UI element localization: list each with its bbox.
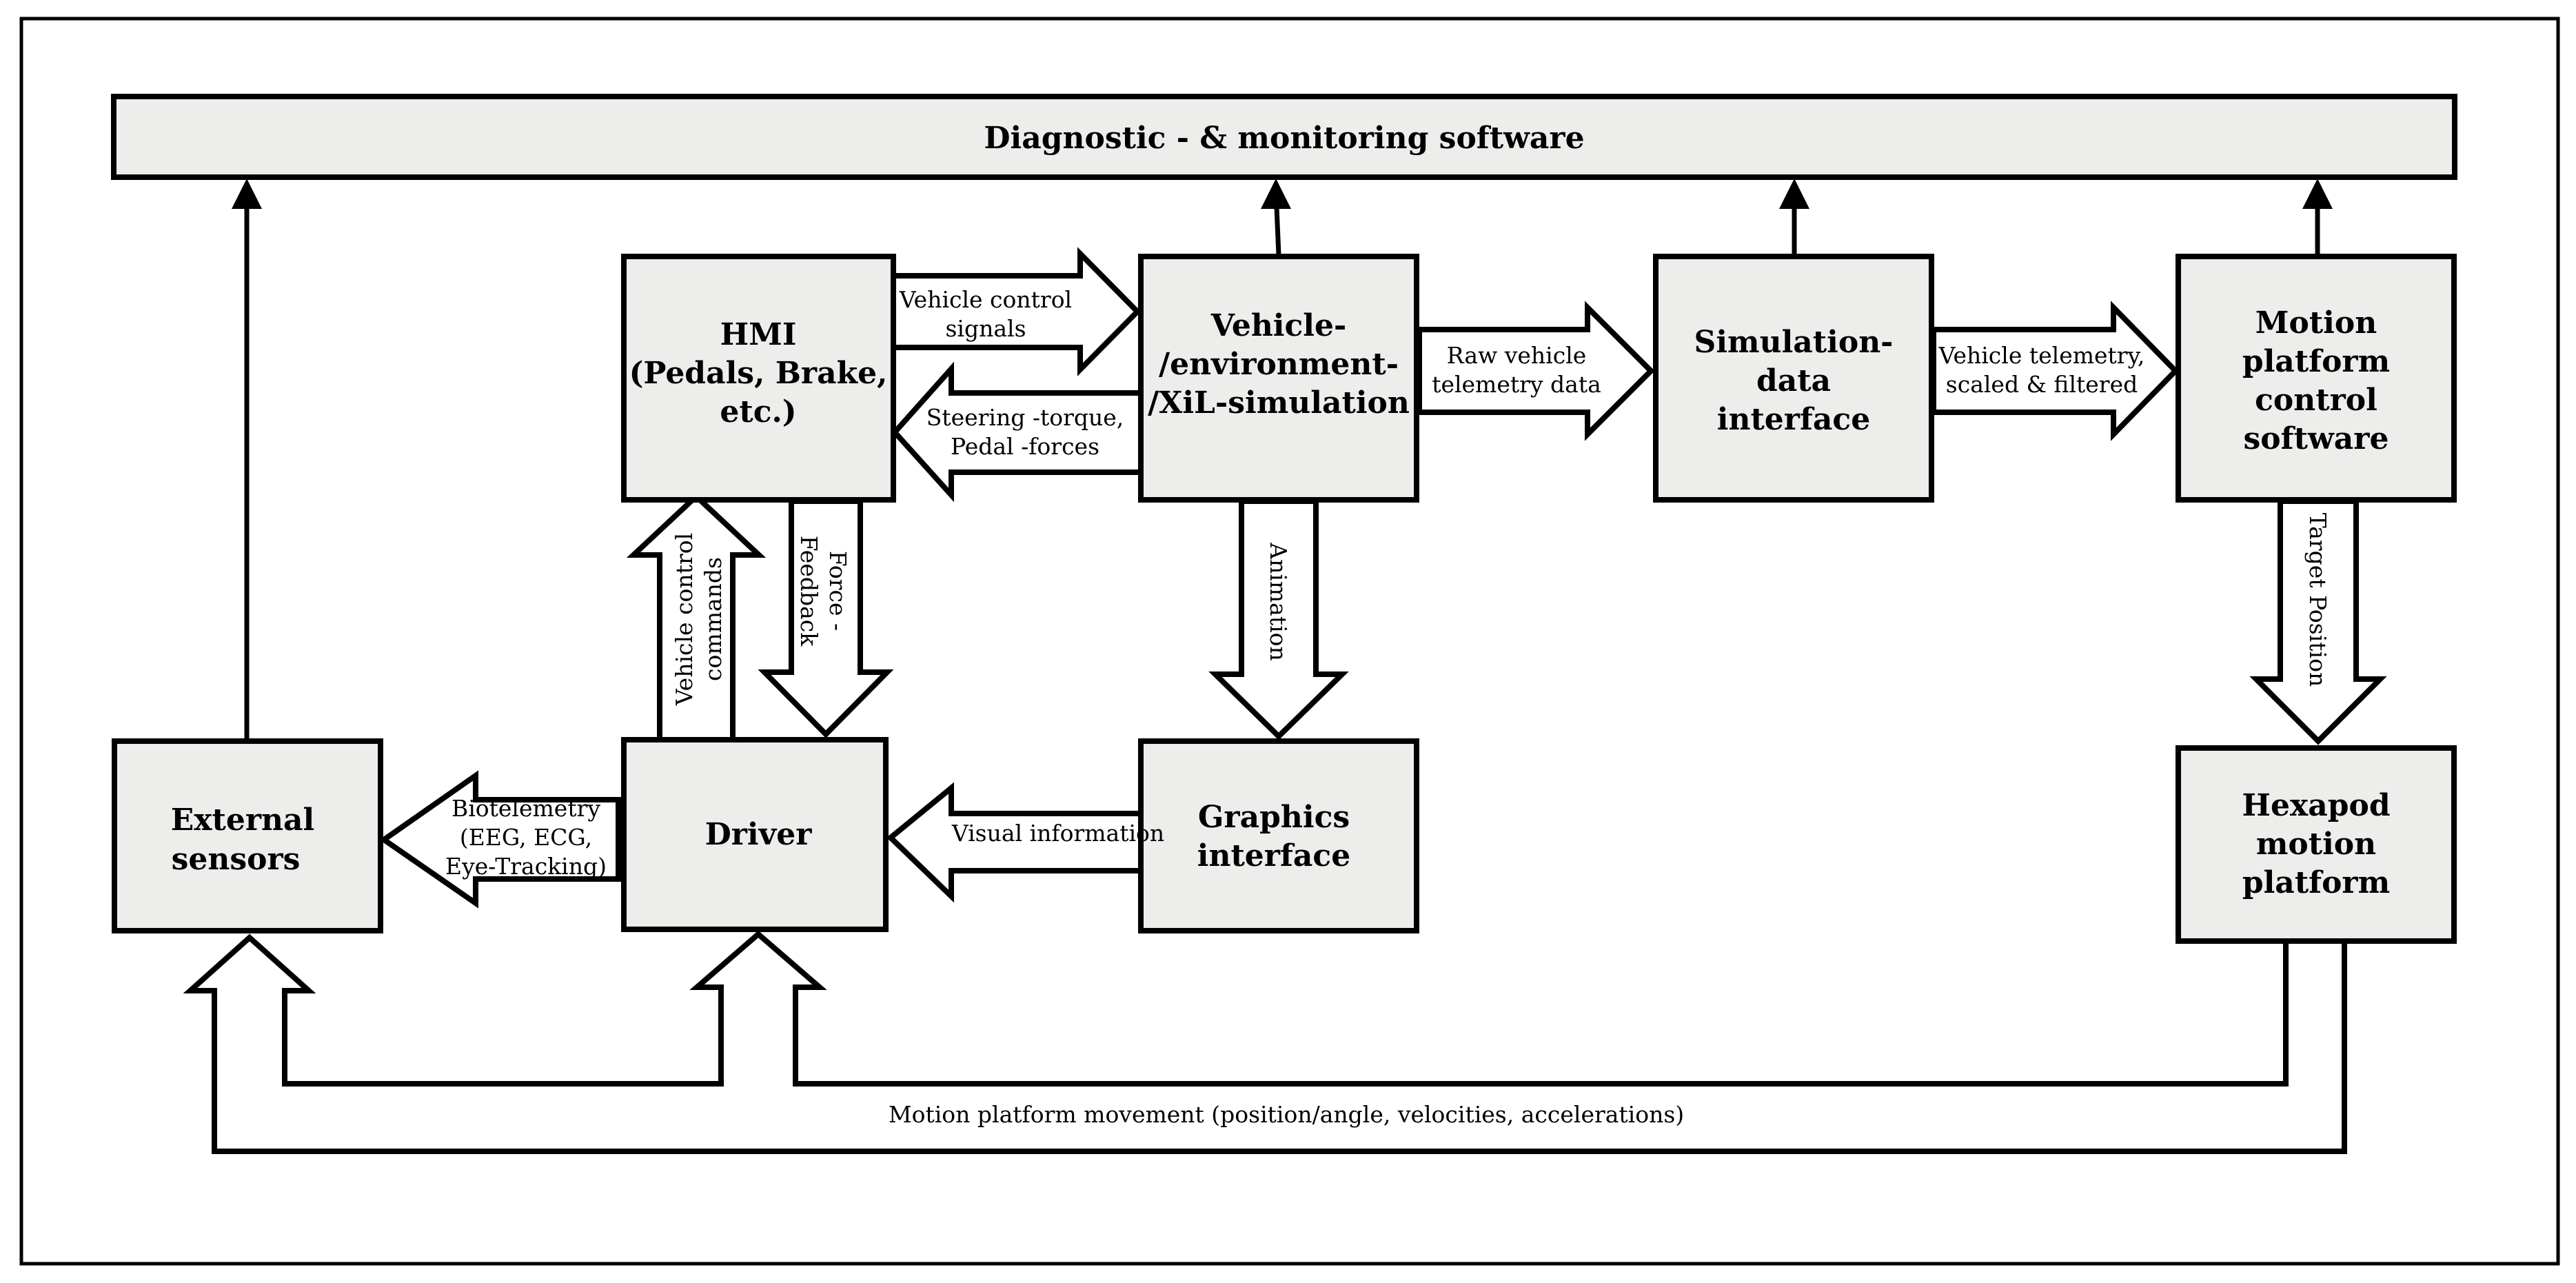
- motion-sw-label-4: software: [2244, 421, 2389, 456]
- target-position-label: Target Position: [2304, 513, 2331, 687]
- hexapod-label-2: motion: [2256, 827, 2376, 862]
- arrow-target-position: [2249, 498, 2387, 745]
- motion-sw-label-3: control: [2255, 383, 2377, 418]
- svg-text:commands: commands: [700, 557, 727, 681]
- hexapod-label-1: Hexapod: [2242, 788, 2390, 823]
- arrow-raw-telemetry: [1417, 301, 1655, 441]
- svg-text:Vehicle control: Vehicle control: [671, 533, 698, 706]
- arrow-steering-torque: [891, 361, 1145, 503]
- animation-label: Animation: [1265, 542, 1292, 661]
- driver-box: [621, 737, 889, 932]
- raw-telemetry-label-2: telemetry data: [1432, 371, 1601, 398]
- vehicle-control-signals-label-1: Vehicle control: [899, 286, 1072, 313]
- arrow-animation: [1208, 498, 1349, 740]
- motion-sw-label-2: platform: [2242, 344, 2390, 379]
- motion-platform-control-software-box: [2176, 254, 2457, 503]
- sim-data-label-1: Simulation-: [1694, 325, 1894, 360]
- arrow-vehicle-sim-to-diagnostic: [1261, 179, 1291, 256]
- vehicle-control-signals-label-2: signals: [945, 315, 1026, 342]
- simulation-data-interface-box: [1653, 254, 1934, 503]
- arrow-vehicle-control-commands: [626, 492, 767, 742]
- steering-torque-label-2: Pedal -forces: [951, 433, 1099, 460]
- graphics-interface-box: [1138, 738, 1419, 933]
- hmi-label-1: HMI: [720, 317, 797, 352]
- external-sensors-label-1: External: [171, 802, 314, 838]
- external-sensors-label-2: sensors: [172, 842, 301, 877]
- vehicle-simulation-box: [1138, 254, 1419, 503]
- arrow-motion-sw-to-diagnostic: [2302, 179, 2333, 255]
- motion-sw-label-1: Motion: [2255, 305, 2377, 341]
- hmi-label-2: (Pedals, Brake,: [629, 356, 888, 391]
- telemetry-scaled-label-2: scaled & filtered: [1946, 371, 2138, 398]
- svg-text:Force -: Force -: [824, 551, 851, 631]
- graphics-label-1: Graphics: [1198, 800, 1350, 835]
- vehicle-sim-label-3: /XiL-simulation: [1148, 385, 1410, 421]
- visual-information-label: Visual information: [951, 820, 1164, 847]
- hmi-label-3: etc.): [720, 394, 796, 430]
- sim-data-label-3: interface: [1717, 402, 1870, 437]
- arrow-vehicle-control-signals: [891, 247, 1142, 376]
- sim-data-label-2: data: [1756, 363, 1831, 398]
- hmi-box: [621, 254, 896, 503]
- graphics-label-2: interface: [1197, 838, 1350, 873]
- raw-telemetry-label-1: Raw vehicle: [1447, 342, 1587, 369]
- arrow-visual-information: [886, 782, 1145, 903]
- driver-label: Driver: [705, 817, 813, 852]
- biotelemetry-label-2: (EEG, ECG,: [460, 824, 592, 851]
- vehicle-sim-label-2: /environment-: [1159, 347, 1399, 382]
- vehicle-sim-label-1: Vehicle-: [1210, 308, 1347, 343]
- arrow-motion-platform-movement: [183, 930, 2347, 1154]
- arrow-force-feedback: [758, 498, 894, 738]
- arrow-biotelemetry: [378, 770, 621, 909]
- biotelemetry-label-1: Biotelemetry: [452, 795, 600, 822]
- biotelemetry-label-3: Eye-Tracking): [445, 853, 607, 880]
- force-feedback-label: Force - Feedback: [795, 536, 851, 647]
- hexapod-motion-platform-box: [2176, 745, 2457, 944]
- diagnostic-software-box: [111, 94, 2457, 180]
- telemetry-scaled-label-1: Vehicle telemetry,: [1938, 342, 2145, 369]
- external-sensors-box: [112, 738, 383, 933]
- arrow-external-to-diagnostic: [232, 179, 262, 740]
- svg-text:Feedback: Feedback: [795, 536, 822, 647]
- steering-torque-label-1: Steering -torque,: [926, 404, 1124, 431]
- diagnostic-software-label: Diagnostic - & monitoring software: [984, 121, 1584, 156]
- arrow-sim-data-to-diagnostic: [1779, 179, 1809, 255]
- arrow-telemetry-scaled: [1931, 301, 2180, 441]
- hexapod-label-3: platform: [2242, 865, 2390, 900]
- motion-platform-movement-label: Motion platform movement (position/angle…: [889, 1101, 1684, 1128]
- vehicle-control-commands-label: Vehicle control commands: [671, 533, 727, 706]
